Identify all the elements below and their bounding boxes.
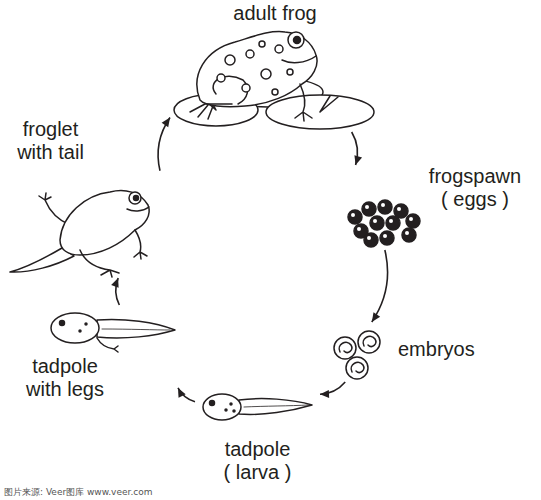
stage-node: adult frog bbox=[170, 0, 382, 132]
stage-node: tadpole with legs bbox=[15, 305, 178, 410]
stage-label: froglet with tail bbox=[8, 118, 93, 164]
stage-label: adult frog bbox=[170, 2, 380, 25]
stage-label: frogspawn ( eggs ) bbox=[425, 165, 525, 211]
stage-label: embryos bbox=[398, 338, 513, 361]
cycle-arrow bbox=[178, 388, 195, 402]
arrow-head bbox=[354, 155, 362, 165]
arrow-head bbox=[320, 390, 329, 398]
stage-node: froglet with tail bbox=[5, 118, 160, 278]
stage-node: embryos bbox=[330, 322, 520, 382]
froglet bbox=[10, 191, 149, 277]
tadpole bbox=[203, 394, 312, 420]
arrow-head bbox=[162, 117, 170, 127]
cycle-arrow bbox=[158, 117, 170, 170]
watermark: 图片来源: Veer图库 www.veer.com bbox=[2, 486, 154, 498]
arrow-head bbox=[111, 278, 118, 288]
arrow-head bbox=[178, 388, 186, 398]
stage-node: frogspawn ( eggs ) bbox=[340, 165, 535, 250]
stage-label: tadpole with legs bbox=[20, 355, 110, 401]
adult-frog bbox=[190, 32, 317, 121]
stage-node: tadpole ( larva ) bbox=[195, 390, 320, 497]
arrow-head bbox=[372, 312, 380, 322]
tadpole-with-legs bbox=[51, 313, 175, 352]
stage-label: tadpole ( larva ) bbox=[220, 438, 295, 484]
cycle-arrow bbox=[372, 250, 388, 322]
embryo-group bbox=[334, 331, 380, 379]
egg-cluster bbox=[348, 200, 420, 247]
